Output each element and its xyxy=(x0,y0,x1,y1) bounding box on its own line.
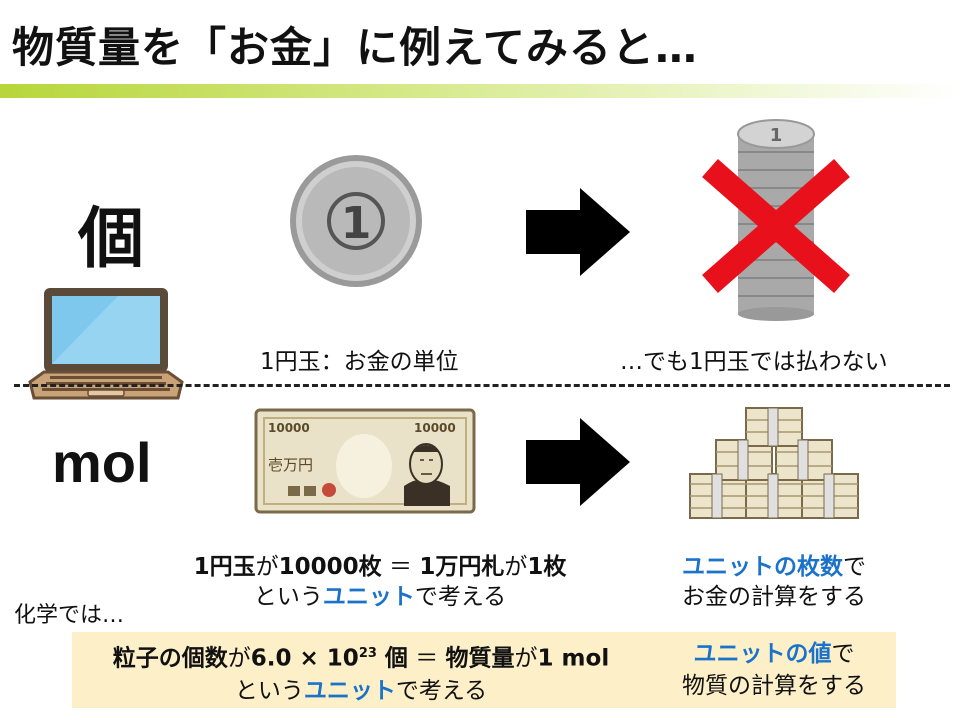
unit-explanation-line2: というユニットで考える xyxy=(253,584,507,610)
unit-explanation: 1円玉が10000枚 ＝ 1万円札が1枚 というユニットで考える xyxy=(166,552,594,612)
title-underline xyxy=(0,84,960,98)
chem-prefix: 化学では… xyxy=(14,603,125,628)
arrow-right-icon-2 xyxy=(526,418,630,506)
laptop-icon xyxy=(28,288,184,400)
one-yen-coin-icon: 1 xyxy=(290,155,422,287)
money-stacks-icon xyxy=(689,407,859,519)
label-ko: 個 xyxy=(78,200,144,277)
chemistry-unit-line2: というユニットで考える xyxy=(234,677,488,704)
chemistry-unit-line1: 粒子の個数が6.0 × 1023 個 ＝ 物質量が1 mol xyxy=(112,645,610,672)
unit-explanation-line1: 1円玉が10000枚 ＝ 1万円札が1枚 xyxy=(193,554,567,580)
substance-calc-explanation: ユニットの値で 物質の計算をする xyxy=(682,641,866,699)
bill-value-right: 10000 xyxy=(414,421,456,435)
money-calc-explanation: ユニットの枚数で お金の計算をする xyxy=(682,554,866,610)
result-caption: …でも1円玉では払わない xyxy=(620,349,888,375)
stack-mark: 1 xyxy=(770,125,783,146)
arrow-right-icon xyxy=(526,188,630,276)
chemistry-unit-explanation: 粒子の個数が6.0 × 1023 個 ＝ 物質量が1 mol というユニットで考… xyxy=(76,638,646,707)
coin-mark: 1 xyxy=(341,198,372,249)
label-mol: mol xyxy=(52,431,152,494)
coin-caption: 1円玉：お金の単位 xyxy=(260,349,459,375)
chemistry-summary-box xyxy=(72,632,896,708)
coin-stack-crossed-icon: 1 xyxy=(702,119,850,321)
bill-value-left: 10000 xyxy=(268,421,310,435)
dashed-divider xyxy=(14,384,950,387)
page-title: 物質量を「お金」に例えてみると… xyxy=(12,23,698,72)
ten-thousand-yen-bill-icon: 10000 10000 壱万円 xyxy=(254,408,476,514)
bill-text: 壱万円 xyxy=(268,456,313,474)
